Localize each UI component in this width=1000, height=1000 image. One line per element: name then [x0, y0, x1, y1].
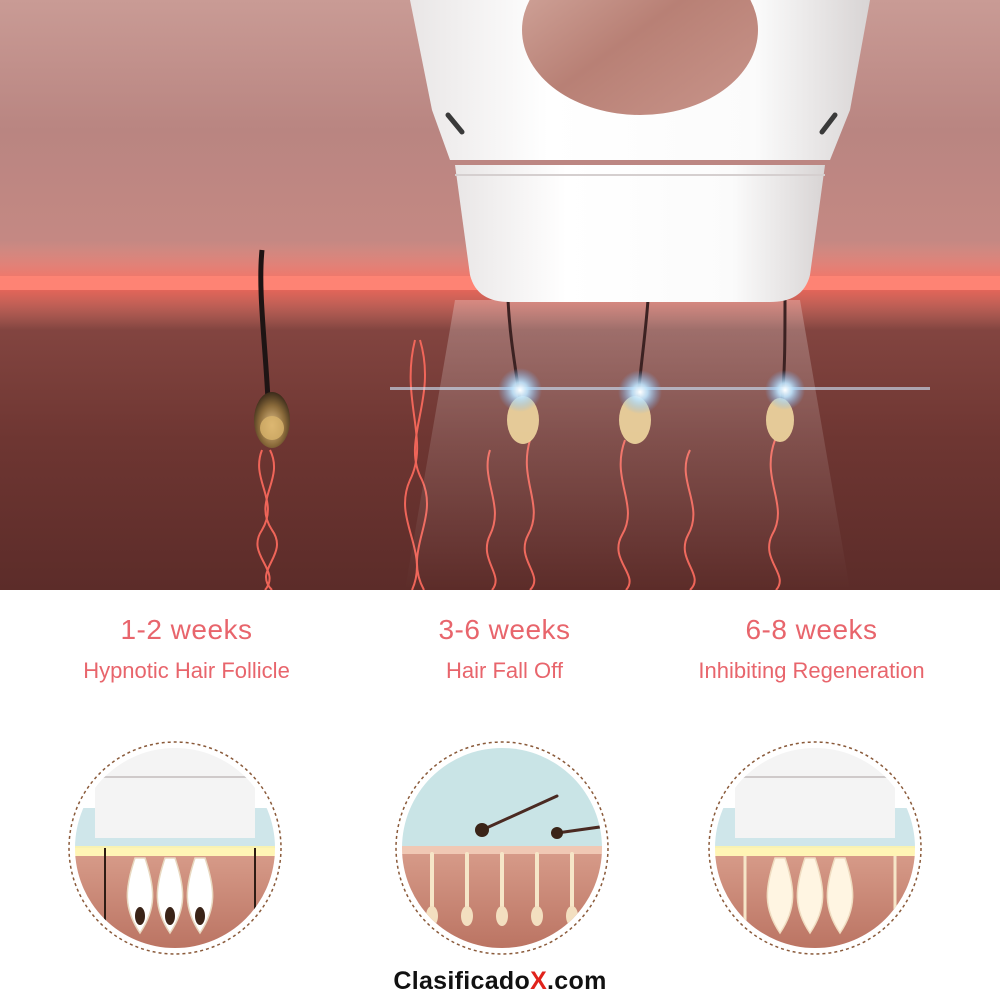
stage-3: 6-8 weeks Inhibiting Regeneration — [645, 590, 978, 1000]
watermark-suffix: .com — [547, 967, 607, 995]
watermark-x: X — [530, 967, 548, 995]
site-watermark: ClasificadoX.com — [0, 967, 1000, 996]
stage-2: 3-6 weeks Hair Fall Off — [338, 590, 671, 1000]
stage-2-weeks: 3-6 weeks — [438, 614, 571, 645]
hair-follicle-icon — [135, 907, 205, 925]
stage-1-illustration — [68, 741, 282, 955]
stage-3-illustration — [708, 741, 922, 955]
stage-2-caption: Hair Fall Off — [446, 658, 563, 683]
ipl-device-illustration — [410, 0, 870, 302]
stage-1-weeks: 1-2 weeks — [120, 614, 253, 645]
stage-1-caption: Hypnotic Hair Follicle — [83, 658, 290, 683]
hero-illustration — [0, 0, 1000, 590]
stage-3-weeks: 6-8 weeks — [745, 614, 878, 645]
light-pulse-icon — [498, 368, 542, 412]
stage-3-caption: Inhibiting Regeneration — [698, 658, 925, 683]
stage-1: 1-2 weeks Hypnotic Hair Follicle — [20, 590, 353, 1000]
watermark-prefix: Clasificado — [393, 967, 531, 995]
stage-2-illustration — [395, 741, 609, 955]
